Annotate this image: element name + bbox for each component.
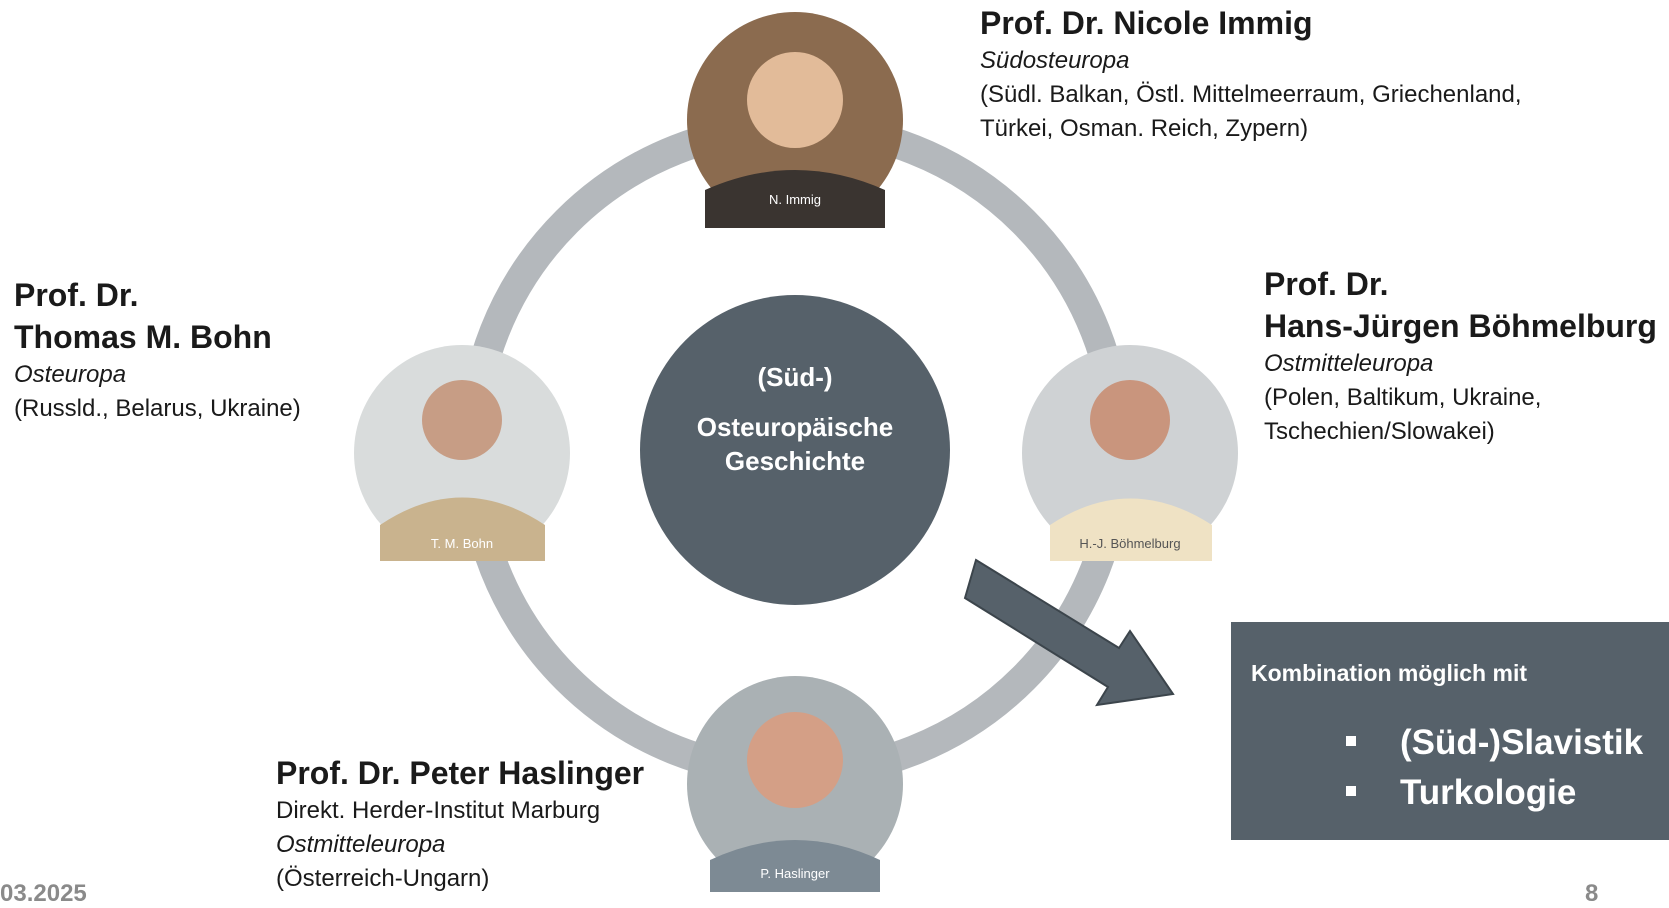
photo-haslinger: P. Haslinger xyxy=(687,676,903,892)
page-number: 8 xyxy=(1585,880,1599,907)
person-detail: Türkei, Osman. Reich, Zypern) xyxy=(980,115,1309,142)
person-name: Prof. Dr. xyxy=(1264,266,1389,302)
person-name: Prof. Dr. xyxy=(14,277,139,313)
person-region: Südosteuropa xyxy=(980,47,1130,74)
person-name: Prof. Dr. Peter Haslinger xyxy=(276,755,645,791)
combination-item-label: Turkologie xyxy=(1400,773,1577,812)
person-bohn: Prof. Dr. Thomas M. Bohn Osteuropa (Russ… xyxy=(14,274,301,426)
center-line-2: Osteuropäische xyxy=(696,412,894,442)
photo-bohn-label: T. M. Bohn xyxy=(431,536,493,551)
person-region: Ostmitteleuropa xyxy=(1264,350,1434,377)
combination-box: Kombination möglich mit (Süd-)Slavistik … xyxy=(1231,622,1669,840)
center-line-1: (Süd-) xyxy=(757,362,833,392)
photo-boehmelburg: H.-J. Böhmelburg xyxy=(1022,345,1238,561)
person-region: Ostmitteleuropa xyxy=(276,831,446,858)
arrow-right-down-icon xyxy=(963,558,1175,707)
person-haslinger: Prof. Dr. Peter Haslinger Direkt. Herder… xyxy=(276,752,644,896)
person-detail: Tschechien/Slowakei) xyxy=(1264,418,1495,445)
center-line-3: Geschichte xyxy=(724,446,866,476)
footer-date: 0.03.2025 xyxy=(0,880,87,907)
combination-list: (Süd-)Slavistik Turkologie xyxy=(1346,718,1643,818)
person-name: Prof. Dr. Nicole Immig xyxy=(980,5,1313,41)
square-bullet-icon xyxy=(1346,735,1356,746)
person-detail: (Polen, Baltikum, Ukraine, xyxy=(1264,384,1542,411)
photo-immig-label: N. Immig xyxy=(769,192,821,207)
center-label: (Süd-) Osteuropäische Geschichte xyxy=(640,360,950,478)
person-name: Hans-Jürgen Böhmelburg xyxy=(1264,308,1657,344)
person-region: Osteuropa xyxy=(14,361,127,388)
center-circle xyxy=(640,295,950,605)
combination-item-label: (Süd-)Slavistik xyxy=(1400,723,1644,762)
person-immig: Prof. Dr. Nicole Immig Südosteuropa (Süd… xyxy=(980,2,1522,146)
photo-immig: N. Immig xyxy=(687,12,903,228)
combination-item: Turkologie xyxy=(1346,768,1643,818)
person-position: Direkt. Herder-Institut Marburg xyxy=(276,797,601,824)
square-bullet-icon xyxy=(1346,785,1356,796)
person-detail: (Österreich-Ungarn) xyxy=(276,865,490,892)
person-name: Thomas M. Bohn xyxy=(14,319,272,355)
photo-boehmelburg-label: H.-J. Böhmelburg xyxy=(1079,536,1180,551)
combination-item: (Süd-)Slavistik xyxy=(1346,718,1643,768)
person-detail: (Südl. Balkan, Östl. Mittelmeerraum, Gri… xyxy=(980,81,1522,108)
photo-haslinger-label: P. Haslinger xyxy=(760,866,830,881)
person-detail: (Russld., Belarus, Ukraine) xyxy=(14,395,301,422)
combination-title: Kombination möglich mit xyxy=(1251,660,1527,686)
person-boehmelburg: Prof. Dr. Hans-Jürgen Böhmelburg Ostmitt… xyxy=(1264,263,1657,449)
photo-bohn: T. M. Bohn xyxy=(354,345,570,561)
